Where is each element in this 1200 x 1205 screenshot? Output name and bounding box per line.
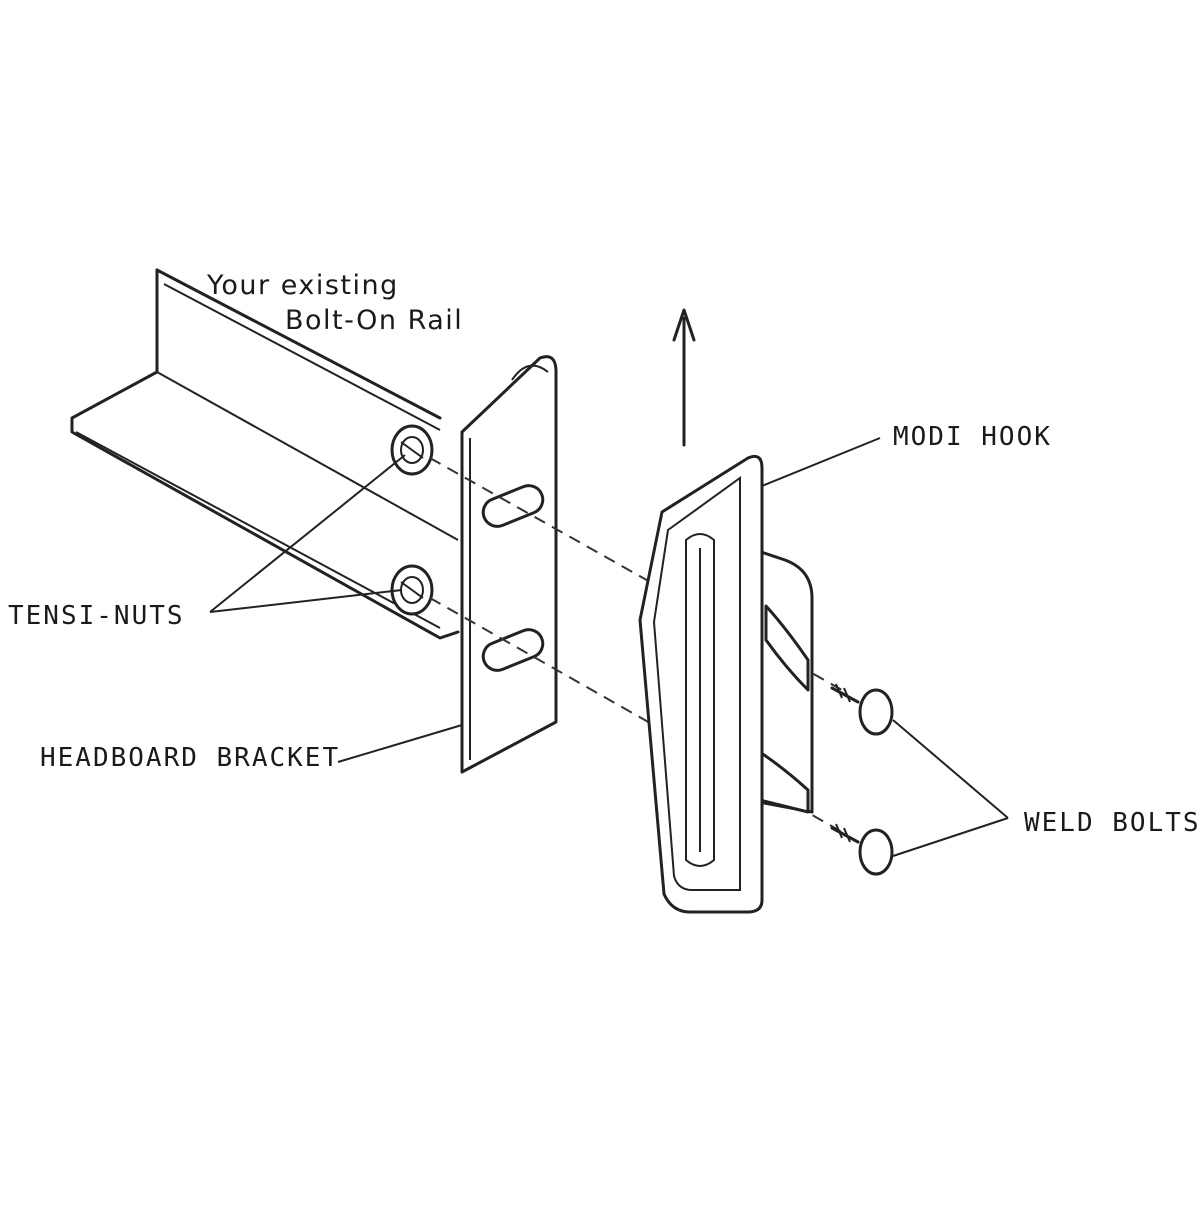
bolt-on-rail xyxy=(70,268,460,640)
tensi-nut-bottom xyxy=(390,564,434,616)
lift-arrow xyxy=(672,308,696,447)
leader-lines xyxy=(209,437,1009,857)
headboard-bracket xyxy=(460,355,558,774)
modi-hook-label: MODI HOOK xyxy=(893,422,1052,452)
weld-bolt-top xyxy=(830,683,894,736)
tensi-nut-top xyxy=(390,424,434,476)
weld-bolts-label: WELD BOLTS xyxy=(1024,808,1200,838)
rail-label-line2: Bolt-On Rail xyxy=(285,305,464,336)
tensi-nuts-label: TENSI-NUTS xyxy=(8,601,185,631)
headboard-bracket-label: HEADBOARD BRACKET xyxy=(40,743,341,773)
rail-label-line1: Your existing xyxy=(207,270,399,301)
modi-hook xyxy=(638,454,814,914)
weld-bolt-bottom xyxy=(830,823,894,876)
